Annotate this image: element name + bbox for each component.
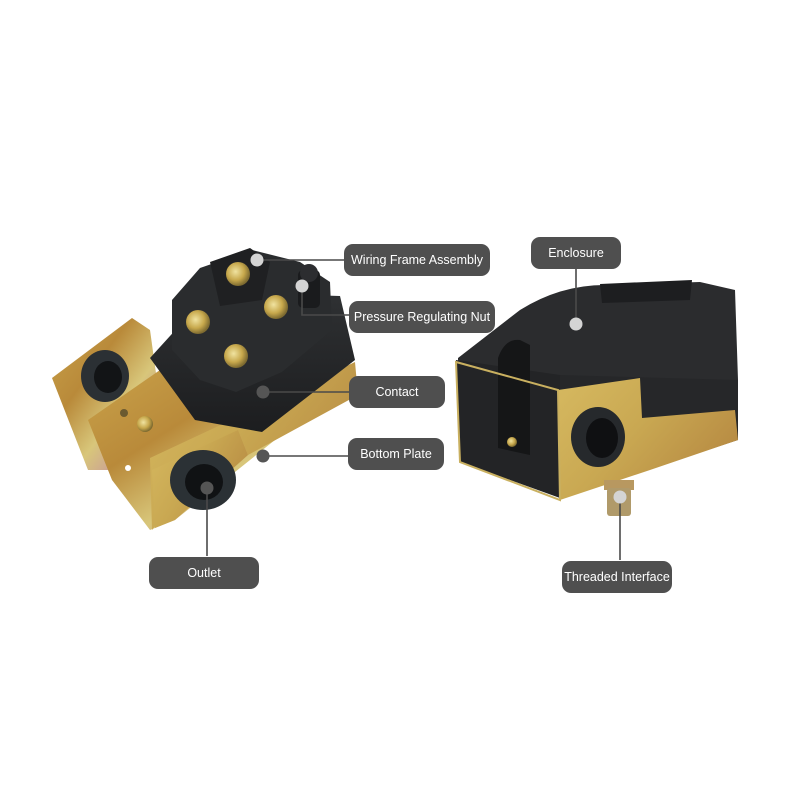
marker-enclosure [569, 317, 583, 331]
callout-markers [200, 253, 627, 504]
open-switch-illustration [52, 248, 358, 530]
closed-switch-illustration [454, 280, 738, 516]
marker-contact [256, 385, 270, 399]
label-text: Enclosure [548, 246, 604, 260]
marker-threaded-interface [613, 490, 627, 504]
label-contact: Contact [349, 376, 445, 408]
marker-outlet [200, 481, 214, 495]
leader-lines [206, 259, 621, 560]
marker-bottom-plate [256, 449, 270, 463]
label-text: Bottom Plate [360, 447, 432, 461]
marker-pressure-nut [295, 279, 309, 293]
label-text: Threaded Interface [564, 570, 670, 584]
label-text: Contact [375, 385, 419, 399]
label-wiring-frame-assembly: Wiring Frame Assembly [344, 244, 490, 276]
label-bottom-plate: Bottom Plate [348, 438, 444, 470]
label-text: Wiring Frame Assembly [351, 253, 483, 267]
label-pressure-regulating-nut: Pressure Regulating Nut [349, 301, 495, 333]
label-text: Outlet [187, 566, 221, 580]
label-threaded-interface: Threaded Interface [562, 561, 672, 593]
label-outlet: Outlet [149, 557, 259, 589]
label-text: Pressure Regulating Nut [353, 310, 491, 324]
marker-wiring-frame [250, 253, 264, 267]
label-enclosure: Enclosure [531, 237, 621, 269]
